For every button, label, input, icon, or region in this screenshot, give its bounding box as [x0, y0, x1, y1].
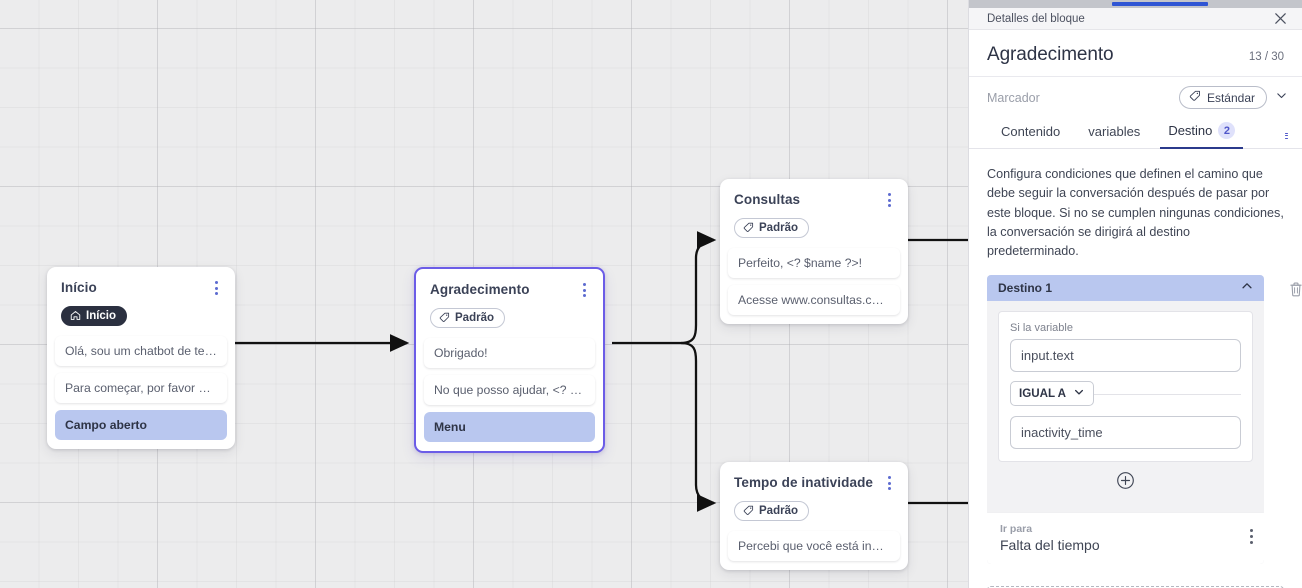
tab-destino[interactable]: Destino 2: [1154, 118, 1249, 149]
chevron-up-icon[interactable]: [1240, 279, 1254, 298]
node-chip[interactable]: Para começar, por favor digite o ...: [55, 373, 227, 404]
node-menu-kebab-icon[interactable]: [577, 282, 591, 298]
variable-input[interactable]: input.text: [1010, 339, 1241, 373]
node-header: Início Início: [47, 267, 235, 336]
node-tag-label: Início: [86, 309, 117, 322]
marcador-label: Marcador: [987, 90, 1040, 105]
node-chip[interactable]: Menu: [424, 412, 595, 443]
tab-label: Destino: [1168, 123, 1213, 138]
condition-label: Si la variable: [1010, 322, 1073, 335]
marcador-row: Marcador Estándar: [969, 77, 1302, 118]
node-title: Início: [61, 280, 97, 295]
tab-variables[interactable]: variables: [1074, 120, 1154, 148]
marcador-value-label: Estándar: [1206, 90, 1255, 105]
node-tag-badge[interactable]: Padrão: [734, 500, 809, 521]
node-body: Obrigado! No que posso ajudar, <? $name …: [416, 338, 603, 451]
node-header: Agradecimento Padrão: [416, 269, 603, 338]
node-title: Agradecimento: [430, 282, 530, 297]
home-icon: [70, 310, 81, 321]
operator-select[interactable]: IGUAL A: [1010, 381, 1095, 407]
progress-indicator: [1112, 2, 1208, 6]
node-tag-badge[interactable]: Início: [61, 305, 128, 326]
node-header: Consultas Padrão: [720, 179, 908, 248]
marcador-value-pill[interactable]: Estándar: [1178, 86, 1267, 109]
flow-node-tempo-de-inatividade[interactable]: Tempo de inatividade Padrão Percebi que …: [720, 462, 908, 571]
add-destination-button[interactable]: Agregar destino: [987, 586, 1284, 588]
chevron-down-icon[interactable]: [1275, 89, 1288, 107]
tag-icon: [743, 505, 754, 516]
add-condition-button[interactable]: [998, 462, 1253, 501]
node-chip[interactable]: Obrigado!: [424, 338, 595, 369]
goto-destination-card[interactable]: Ir para Falta del tiempo: [987, 513, 1264, 565]
node-menu-kebab-icon[interactable]: [882, 475, 896, 491]
operator-label: IGUAL A: [1019, 387, 1067, 401]
node-chip[interactable]: Campo aberto: [55, 410, 227, 441]
node-chip[interactable]: Percebi que você está inativo. C...: [728, 531, 900, 562]
destination-card-body: Si la variable input.text IGUAL A: [987, 301, 1264, 513]
node-chip[interactable]: Olá, sou um chatbot de teste!: [55, 336, 227, 367]
panel-header: Detalles del bloque: [969, 8, 1302, 30]
panel-main: Agradecimento 13 / 30 Marcador Estándar: [969, 30, 1302, 588]
tabs-overflow-kebab-icon[interactable]: [1285, 133, 1288, 148]
destino-description: Configura condiciones que definen el cam…: [987, 167, 1284, 259]
destination-section: Destino 1 Si la variable input.text: [969, 275, 1302, 565]
chevron-down-icon: [1073, 386, 1085, 401]
destination-card: Destino 1 Si la variable input.text: [987, 275, 1264, 565]
close-icon[interactable]: [1273, 11, 1288, 26]
tab-contenido[interactable]: Contenido: [987, 120, 1074, 148]
goto-label: Ir para: [1000, 523, 1033, 536]
block-title-row: Agradecimento 13 / 30: [969, 30, 1302, 77]
goto-text-group: Ir para Falta del tiempo: [1000, 523, 1100, 553]
node-header: Tempo de inatividade Padrão: [720, 462, 908, 531]
operator-row: IGUAL A: [1010, 381, 1241, 407]
node-menu-kebab-icon[interactable]: [882, 192, 896, 208]
node-title: Consultas: [734, 192, 801, 207]
panel-tabs: Contenido variables Destino 2: [969, 118, 1302, 149]
panel-content: Configura condiciones que definen el cam…: [969, 149, 1302, 588]
node-tag-badge[interactable]: Padrão: [430, 307, 505, 328]
tab-label: Contenido: [1001, 124, 1061, 139]
trash-icon[interactable]: [1288, 281, 1302, 303]
node-chip[interactable]: Perfeito, <? $name ?>!: [728, 248, 900, 279]
tab-badge: 2: [1218, 122, 1236, 139]
panel-top-progress-bar: [969, 0, 1302, 8]
comparison-value-input[interactable]: inactivity_time: [1010, 416, 1241, 450]
tag-icon: [439, 312, 450, 323]
node-tag-label: Padrão: [759, 221, 798, 234]
tab-label: variables: [1088, 124, 1141, 139]
node-body: Perfeito, <? $name ?>! Acesse www.consul…: [720, 248, 908, 324]
destination-card-header[interactable]: Destino 1: [987, 275, 1264, 302]
node-title: Tempo de inatividade: [734, 475, 874, 490]
flow-node-consultas[interactable]: Consultas Padrão Perfeito, <? $name ?>! …: [720, 179, 908, 325]
node-chip[interactable]: Acesse www.consultas.com par...: [728, 285, 900, 316]
node-body: Percebi que você está inativo. C...: [720, 531, 908, 570]
flow-canvas[interactable]: Início Início Olá, sou um chatbot de tes…: [0, 0, 968, 588]
flow-node-inicio[interactable]: Início Início Olá, sou um chatbot de tes…: [47, 267, 235, 450]
tag-icon: [1189, 90, 1201, 105]
page-title: Agradecimento: [987, 44, 1114, 65]
condition-group: Si la variable input.text IGUAL A: [998, 311, 1253, 463]
goto-menu-kebab-icon[interactable]: [1250, 523, 1253, 545]
flow-node-agradecimento[interactable]: Agradecimento Padrão Obrigado! No que po…: [414, 267, 605, 454]
destination-card-title: Destino 1: [998, 281, 1053, 296]
goto-value: Falta del tiempo: [1000, 537, 1100, 554]
plus-circle-icon: [1116, 471, 1135, 495]
char-counter: 13 / 30: [1248, 51, 1284, 63]
panel-header-title: Detalles del bloque: [987, 12, 1085, 25]
node-tag-label: Padrão: [759, 504, 798, 517]
node-body: Olá, sou um chatbot de teste! Para começ…: [47, 336, 235, 449]
node-chip[interactable]: No que posso ajudar, <? $name ...: [424, 375, 595, 406]
node-menu-kebab-icon[interactable]: [209, 280, 223, 296]
block-details-panel: Detalles del bloque Agradecimento 13 / 3…: [968, 0, 1302, 588]
marcador-controls: Estándar: [1178, 86, 1288, 109]
node-tag-label: Padrão: [455, 311, 494, 324]
tag-icon: [743, 222, 754, 233]
node-tag-badge[interactable]: Padrão: [734, 217, 809, 238]
